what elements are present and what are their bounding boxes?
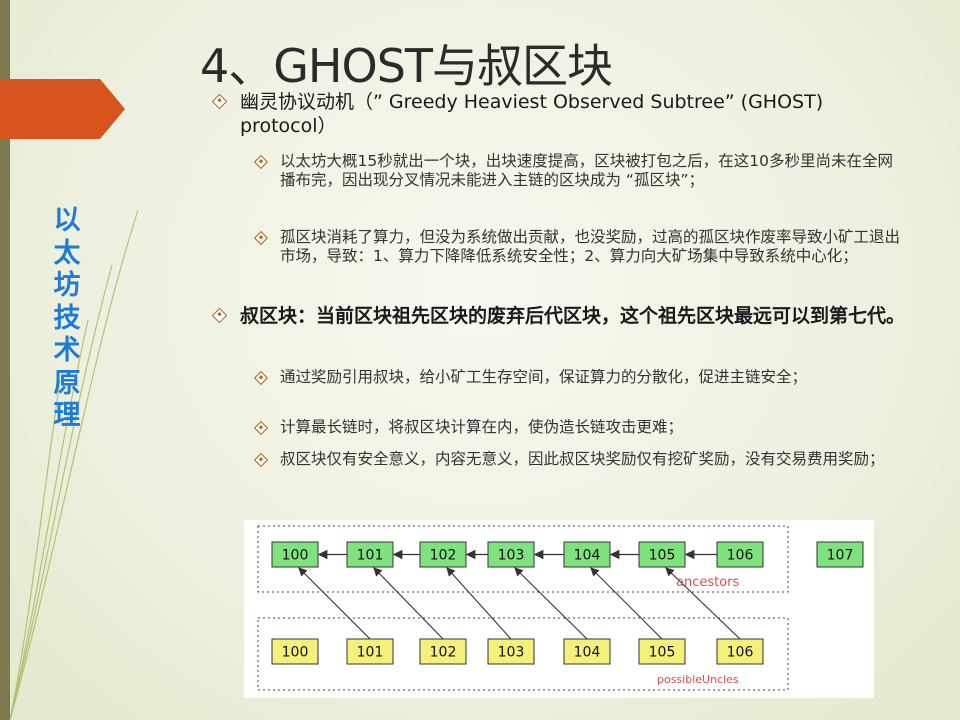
bullet-text: 幽灵协议动机（” Greedy Heaviest Observed Subtre… [240,91,824,137]
ghost-uncle-diagram-svg: 100 101 102 103 104 105 106 107 100 101 102 103 104 1… [257,525,864,691]
ancestor-block-box [563,541,611,568]
ancestor-block: 105 [638,541,686,568]
uncle-parent-arrow [298,567,371,640]
current-block-box [816,541,864,568]
ancestor-block-label: 100 [282,548,309,564]
bullet-item-uncle-definition: 叔区块：当前区块祖先区块的废弃后代区块，这个祖先区块最远可以到第七代。 [211,304,908,354]
uncles-group-border [257,617,789,691]
uncle-parent-arrow [446,567,512,640]
diamond-bullet-icon [253,370,269,386]
uncle-block-label: 106 [727,645,754,661]
diamond-bullet-icon [211,307,228,324]
uncle-block: 101 [346,638,394,665]
diamond-bullet-icon [253,452,269,468]
bullet-text: 通过奖励引用叔块，给小矿工生存空间，保证算力的分散化，促进主链安全； [280,368,808,386]
side-title-char: 技 [53,302,81,334]
bullet-item-orphan-blocks: 孤区块消耗了算力，但没为系统做出贡献，也没奖励，过高的孤区块作废率导致小矿工退出… [253,228,901,290]
ancestor-block-label: 102 [430,548,457,564]
ancestor-block-box [638,541,686,568]
uncle-block-box [487,638,535,665]
bullet-item-uncle-reward: 通过奖励引用叔块，给小矿工生存空间，保证算力的分散化，促进主链安全； [253,368,900,410]
ancestors-label: ancestors [676,575,740,590]
uncle-block: 106 [716,638,764,665]
uncle-block: 102 [419,638,467,665]
ancestor-block: 101 [346,541,394,568]
uncle-block-label: 104 [574,645,601,661]
ancestor-block-box [487,541,535,568]
uncle-block: 104 [563,638,611,665]
ancestor-block-box [716,541,764,568]
uncle-parent-arrow [514,567,588,640]
diamond-bullet-icon [211,93,228,110]
uncle-block-box [638,638,686,665]
uncle-block: 100 [271,638,319,665]
bullet-text: 叔区块：当前区块祖先区块的废弃后代区块，这个祖先区块最远可以到第七代。 [240,305,906,327]
side-title-char: 术 [53,335,81,366]
side-title-char: 以 [53,205,81,236]
side-title-char: 理 [53,400,81,431]
possible-uncles-label: possibleUncles [657,673,739,686]
uncle-block-box [346,638,394,665]
side-decoration [9,209,139,720]
ancestor-block: 106 [716,541,764,568]
slide-title: 4、GHOST与叔区块 [200,39,613,93]
bullet-text: 以太坊大概15秒就出一个块，出块速度提高，区块被打包之后，在这10多秒里尚未在全… [280,152,893,189]
bullet-list: 幽灵协议动机（” Greedy Heaviest Observed Subtre… [208,90,908,492]
ancestor-block: 100 [271,541,319,568]
uncle-block-label: 103 [498,645,525,661]
uncle-block: 103 [487,638,535,665]
uncle-parent-arrow [665,567,741,640]
bullet-item-block-time: 以太坊大概15秒就出一个块，出块速度提高，区块被打包之后，在这10多秒里尚未在全… [253,152,900,216]
diamond-bullet-icon [253,154,269,170]
ghost-uncle-diagram: 100 101 102 103 104 105 106 107 100 101 102 103 104 1… [244,520,874,698]
ancestor-block-label: 106 [727,548,754,564]
uncle-block: 105 [638,638,686,665]
diamond-bullet-icon [253,420,269,436]
uncle-block-label: 100 [282,645,309,661]
current-block: 107 [816,541,864,568]
uncle-block-box [563,638,611,665]
side-vertical-title: 以 太 坊 技 术 原 理 [50,205,84,433]
uncle-parent-arrow [590,567,663,640]
bullet-item-uncle-security: 叔区块仅有安全意义，内容无意义，因此叔区块奖励仅有挖矿奖励，没有交易费用奖励； [253,450,900,492]
bullet-item-longest-chain: 计算最长链时，将叔区块计算在内，使伪造长链攻击更难； [253,418,900,440]
section-arrow-marker [0,79,125,139]
bullet-text: 叔区块仅有安全意义，内容无意义，因此叔区块奖励仅有挖矿奖励，没有交易费用奖励； [280,450,885,468]
uncle-block-label: 101 [357,645,384,661]
ancestor-block-label: 105 [649,548,676,564]
uncle-block-box [716,638,764,665]
current-block-label: 107 [827,548,854,564]
ancestor-block-box [346,541,394,568]
ancestor-block: 102 [419,541,467,568]
side-title-char: 坊 [53,270,81,301]
uncle-block-label: 102 [430,645,457,661]
ancestor-block-label: 103 [498,548,525,564]
uncle-block-box [271,638,319,665]
ancestor-block: 103 [487,541,535,568]
uncle-block-box [419,638,467,665]
side-title-char: 太 [53,237,81,269]
uncle-parent-arrow [373,567,444,640]
bullet-text: 孤区块消耗了算力，但没为系统做出贡献，也没奖励，过高的孤区块作废率导致小矿工退出… [280,228,901,265]
bullet-item-ghost-motivation: 幽灵协议动机（” Greedy Heaviest Observed Subtre… [211,90,908,140]
bullet-text: 计算最长链时，将叔区块计算在内，使伪造长链攻击更难； [280,418,684,436]
side-title-char: 原 [53,367,81,399]
diamond-bullet-icon [253,230,269,246]
left-accent-bar [0,0,10,720]
ancestor-block-label: 104 [574,548,601,564]
ancestors-group-border [257,525,789,593]
ancestor-block-label: 101 [357,548,384,564]
uncle-block-label: 105 [649,645,676,661]
ancestor-block-box [419,541,467,568]
ancestor-block-box [271,541,319,568]
ancestor-block: 104 [563,541,611,568]
